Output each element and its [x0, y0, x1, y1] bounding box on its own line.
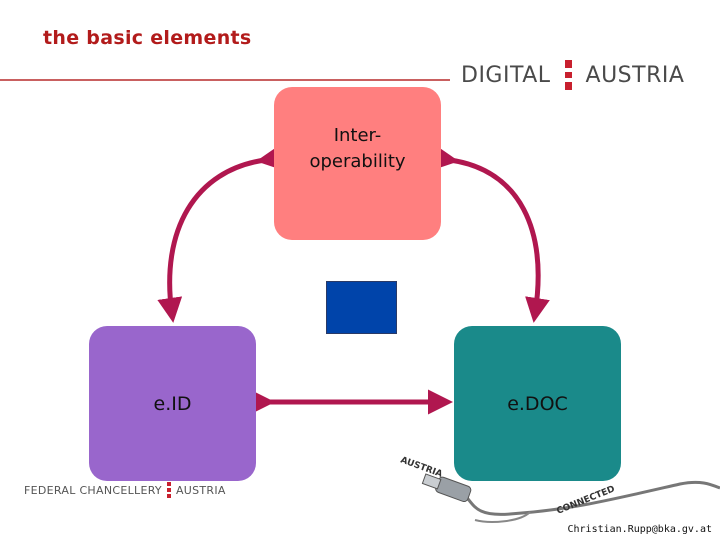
node-interoperability: Inter- operability: [274, 87, 441, 240]
logo-text-right: AUSTRIA: [585, 62, 685, 88]
usb-connected-icon: AUSTRIA CONNECTED: [399, 455, 720, 523]
arrow-interop-eid: [157, 145, 283, 323]
header-divider: [0, 79, 450, 81]
arrow-interop-edoc: [432, 145, 550, 323]
digital-austria-logo: DIGITAL AUSTRIA: [461, 58, 684, 92]
federal-chancellery-logo: FEDERAL CHANCELLERY AUSTRIA: [24, 482, 226, 498]
page-title: the basic elements: [43, 27, 252, 49]
center-square: [326, 281, 397, 334]
logo-mark-icon: [564, 60, 572, 90]
logo-text-left: DIGITAL: [461, 62, 551, 88]
node-edoc: e.DOC: [454, 326, 621, 481]
usb-top-text: AUSTRIA: [399, 455, 444, 479]
chancellery-text-left: FEDERAL CHANCELLERY: [24, 483, 162, 497]
node-eid: e.ID: [89, 326, 256, 481]
chancellery-text-right: AUSTRIA: [175, 483, 226, 497]
chancellery-mark-icon: [166, 482, 171, 498]
contact-email: Christian.Rupp@bka.gv.at: [567, 524, 713, 535]
